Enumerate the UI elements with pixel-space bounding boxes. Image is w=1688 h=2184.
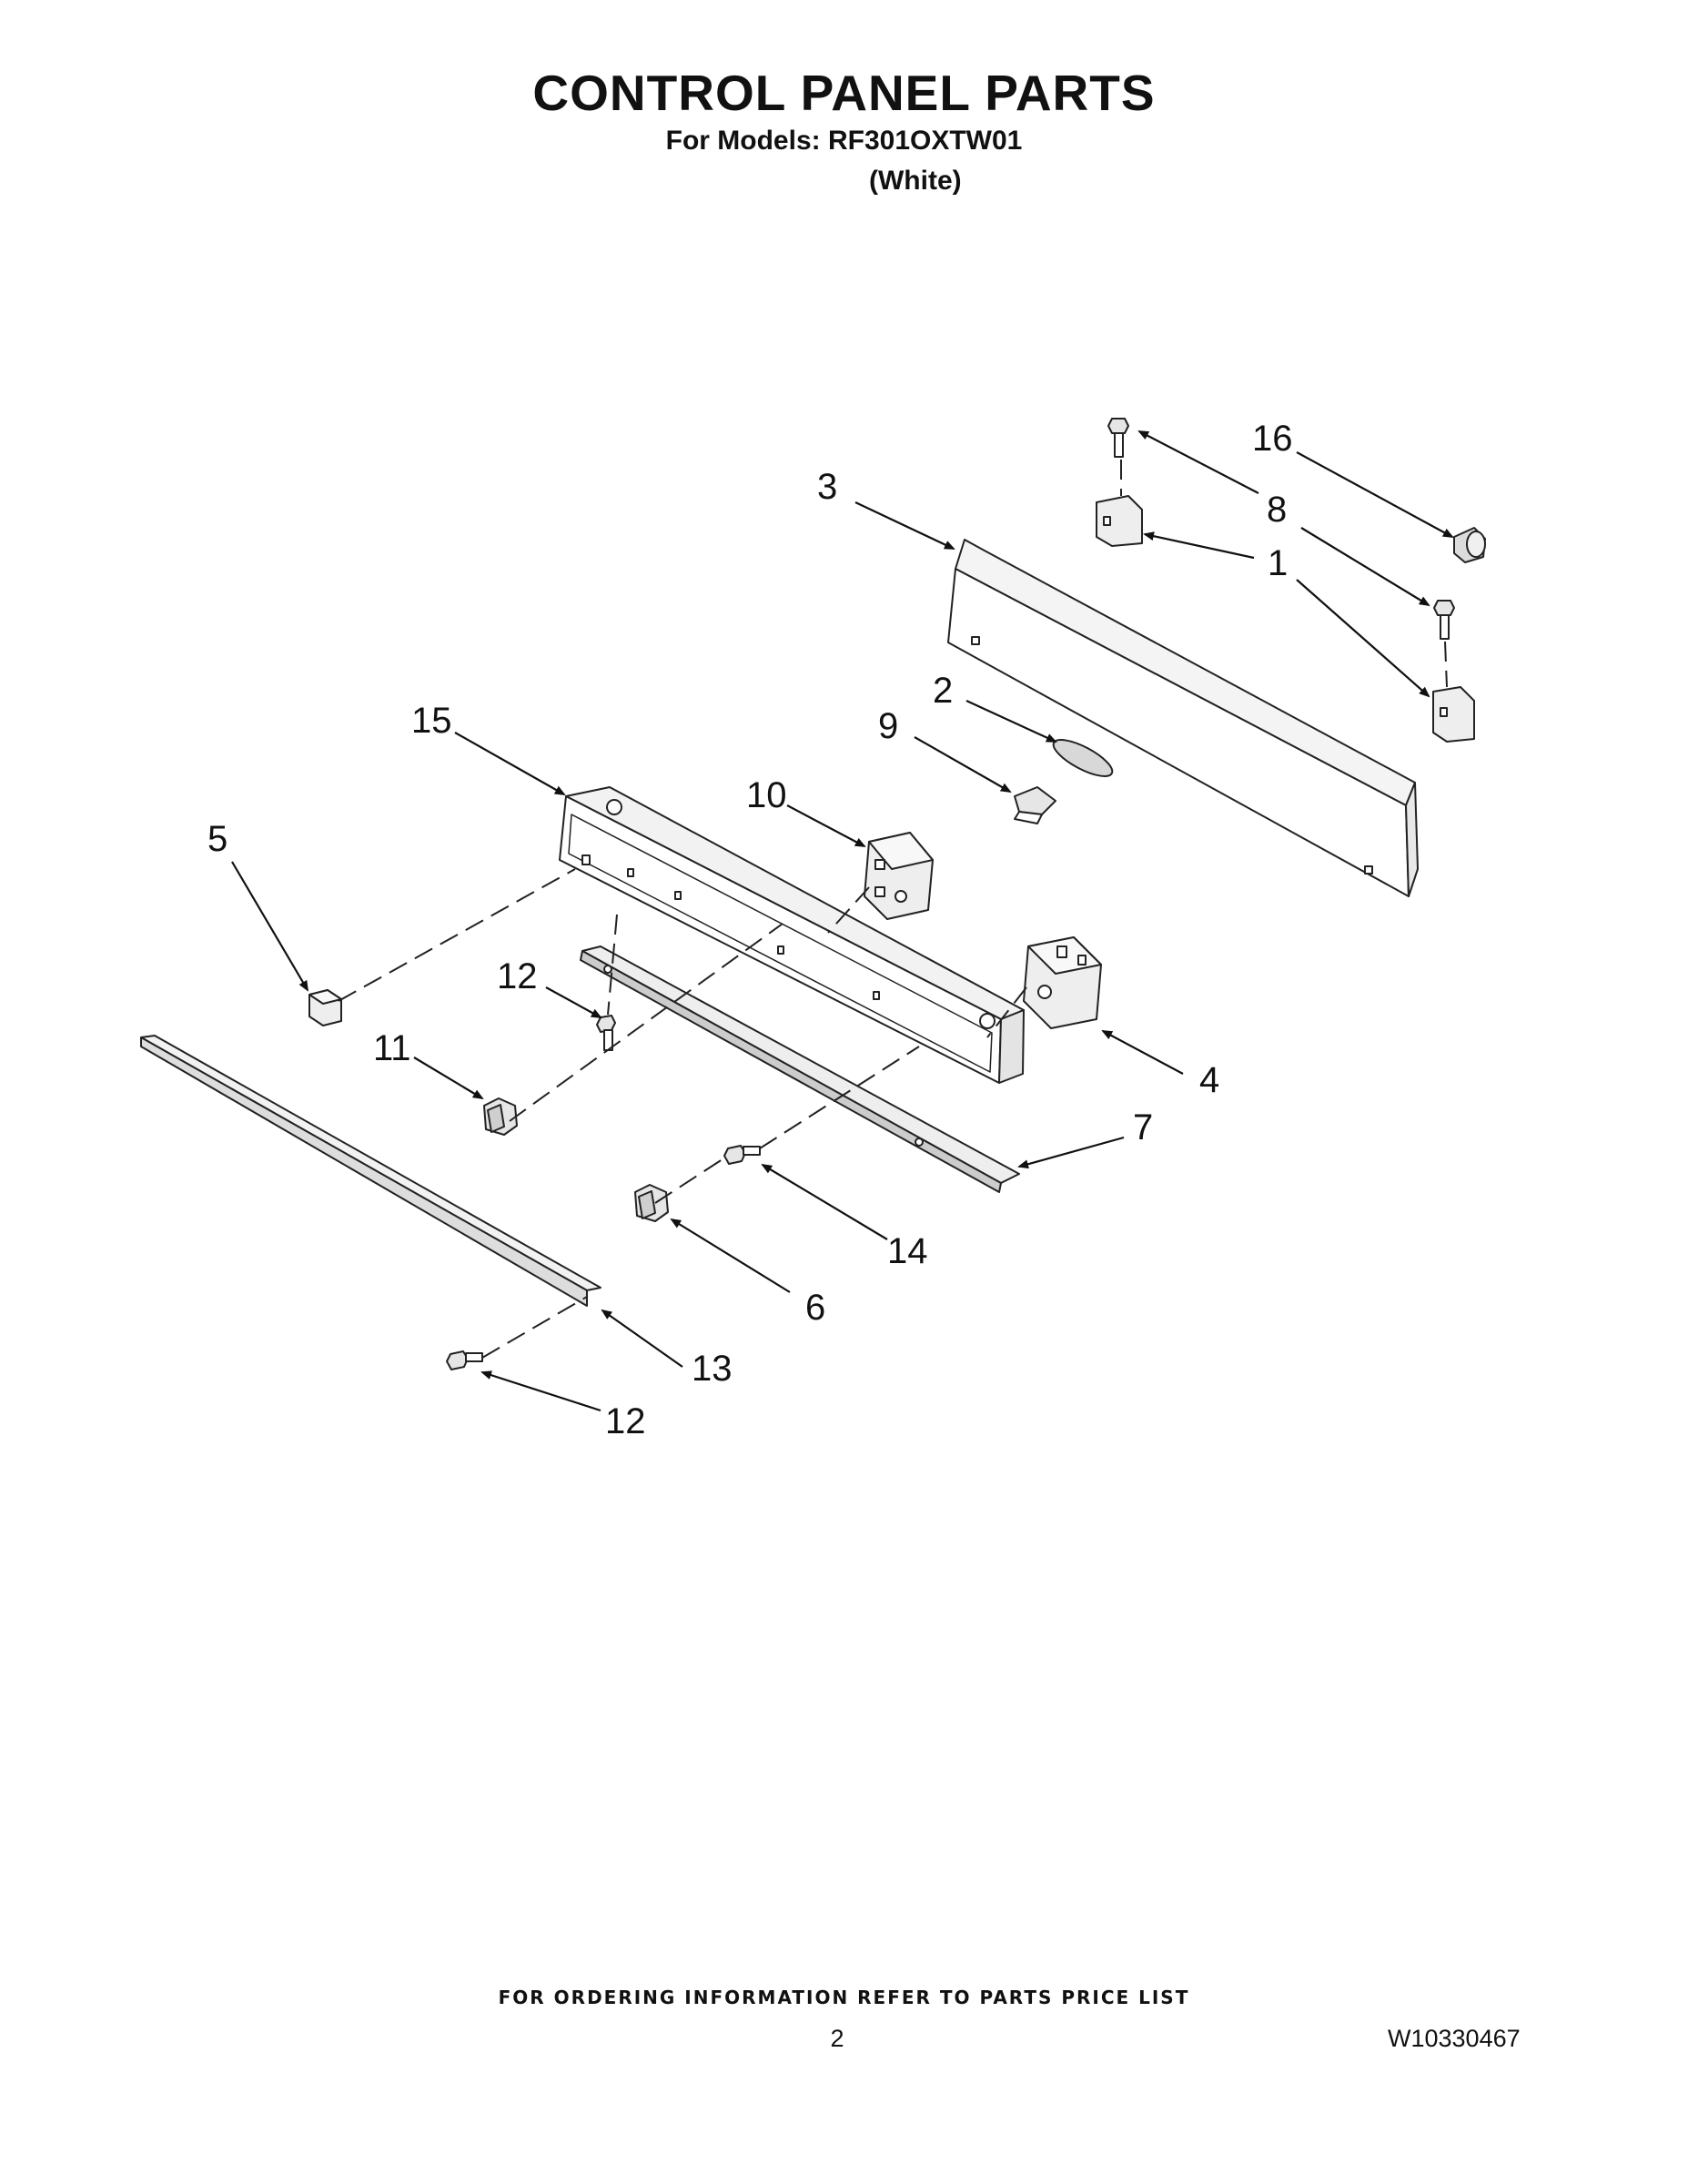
- leader-1a: [1143, 531, 1255, 560]
- callout-10: 10: [746, 775, 787, 815]
- mounting-strip: [580, 945, 1020, 1193]
- callout-labels: 16 3 8 1 2 9 15 10 5 12 11 4 7 14 6 13 1…: [207, 419, 1293, 1441]
- callout-12: 12: [497, 956, 538, 996]
- leader-7: [1017, 1136, 1125, 1169]
- leader-6: [670, 1218, 791, 1293]
- screw-14: [723, 1145, 761, 1165]
- callout-14: 14: [887, 1231, 928, 1271]
- leader-9: [914, 736, 1012, 793]
- leader-11: [413, 1057, 484, 1100]
- callout-15: 15: [411, 701, 452, 741]
- leader-3: [854, 501, 955, 550]
- page-number: 2: [830, 2025, 844, 2052]
- callout-9: 9: [878, 706, 898, 746]
- callout-1: 1: [1268, 543, 1288, 583]
- callout-5: 5: [207, 819, 227, 859]
- document-number: W10330467: [1388, 2025, 1521, 2052]
- screw-top-right: [1433, 600, 1455, 640]
- knob-11: [483, 1097, 518, 1136]
- leader-8a: [1137, 430, 1259, 494]
- clip-part: [1014, 786, 1056, 824]
- callout-3: 3: [817, 467, 837, 507]
- switch-10: [864, 832, 934, 920]
- leader-5: [231, 861, 309, 992]
- callout-12: 12: [605, 1401, 646, 1441]
- callout-4: 4: [1199, 1060, 1219, 1100]
- leader-15: [454, 732, 566, 795]
- callout-8: 8: [1267, 490, 1287, 530]
- ordering-note: FOR ORDERING INFORMATION REFER TO PARTS …: [498, 1987, 1190, 2008]
- callout-16: 16: [1252, 419, 1293, 459]
- bracket-right: [1432, 686, 1475, 743]
- long-strip-13: [140, 1035, 601, 1307]
- leader-13: [601, 1309, 683, 1368]
- callout-11: 11: [373, 1028, 411, 1068]
- leader-4: [1101, 1030, 1184, 1075]
- leader-10: [786, 804, 866, 847]
- control-panel-housing: [559, 786, 1025, 1084]
- leader-8b: [1300, 527, 1430, 607]
- knob-16: [1453, 527, 1486, 563]
- connector-5: [308, 989, 342, 1026]
- screw-12-lower: [446, 1350, 483, 1370]
- page-title: CONTROL PANEL PARTS: [532, 65, 1156, 121]
- badge-oval: [1052, 739, 1114, 777]
- leader-12a: [545, 986, 602, 1018]
- callout-13: 13: [692, 1349, 733, 1389]
- callout-6: 6: [805, 1288, 825, 1328]
- leader-14: [761, 1163, 888, 1240]
- control-4: [1023, 936, 1102, 1029]
- callout-7: 7: [1133, 1107, 1153, 1148]
- console-trim-panel: [947, 539, 1419, 897]
- leader-16: [1296, 451, 1454, 538]
- knob-6: [634, 1184, 669, 1222]
- color-line: (White): [869, 166, 962, 196]
- leader-1b: [1296, 579, 1430, 698]
- screw-12-upper: [596, 1015, 616, 1051]
- callout-2: 2: [933, 671, 953, 711]
- leader-12b: [480, 1370, 601, 1412]
- screw-top-left: [1107, 418, 1129, 458]
- models-line: For Models: RF301OXTW01: [665, 126, 1023, 156]
- leader-2: [965, 700, 1057, 743]
- bracket-left: [1096, 495, 1143, 547]
